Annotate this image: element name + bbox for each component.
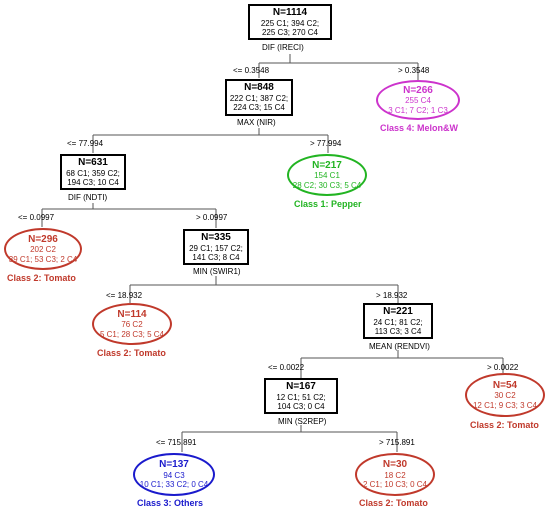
node-n167-count: N=167 [286, 381, 316, 392]
node-n54-classes-1: 30 C2 [494, 391, 516, 401]
edge-label-root-left: <= 0.3548 [233, 66, 270, 75]
split-label-n631: DIF (NDTI) [68, 193, 108, 202]
edge-label-n221-right: > 0.0022 [487, 363, 519, 372]
node-n54-count: N=54 [492, 379, 518, 391]
edge-label-n848-left: <= 77.994 [67, 139, 104, 148]
node-n266-classes-1: 255 C4 [405, 96, 431, 106]
node-n266-count: N=266 [403, 84, 433, 96]
node-n631-count: N=631 [78, 157, 108, 168]
node-n217-classes-1: 154 C1 [314, 171, 340, 181]
split-label-root: DIF (IRECI) [262, 43, 304, 52]
class-label-n296: Class 2: Tomato [7, 273, 76, 283]
node-n221-count: N=221 [383, 306, 413, 317]
node-n217-classes-2: 28 C2; 30 C3; 5 C4 [292, 180, 362, 190]
split-label-n221: MEAN (RENDVI) [369, 342, 430, 351]
class-label-n54: Class 2: Tomato [470, 420, 539, 430]
node-n848-classes-2: 224 C3; 15 C4 [233, 103, 285, 113]
node-n54-leaf: N=54 30 C2 12 C1; 9 C3; 3 C4 [465, 373, 545, 417]
node-n217-leaf: N=217 154 C1 28 C2; 30 C3; 5 C4 [287, 154, 367, 196]
edge-label-n167-right: > 715.891 [379, 438, 415, 447]
node-n266-classes-2: 3 C1; 7 C2; 1 C3 [388, 105, 448, 115]
split-label-n167: MIN (S2REP) [278, 417, 327, 426]
node-root-classes-2: 225 C3; 270 C4 [261, 28, 319, 38]
node-n631-classes-2: 194 C3; 10 C4 [67, 178, 119, 188]
node-n167: N=167 12 C1; 51 C2; 104 C3; 0 C4 [264, 378, 338, 414]
node-n335-classes-1: 29 C1; 157 C2; [189, 243, 243, 253]
class-label-n114: Class 2: Tomato [97, 348, 166, 358]
split-label-n848: MAX (NIR) [237, 118, 276, 127]
node-n848-count: N=848 [244, 82, 274, 93]
node-n114-classes-2: 5 C1; 28 C3; 5 C4 [99, 329, 165, 339]
node-n114-count: N=114 [117, 308, 147, 320]
edge-label-n167-left: <= 715.891 [156, 438, 197, 447]
node-n296-leaf: N=296 202 C2 39 C1; 53 C3; 2 C4 [4, 228, 82, 270]
node-root-classes-1: 225 C1; 394 C2; [260, 18, 320, 28]
node-n296-classes-1: 202 C2 [30, 245, 56, 255]
node-n137-classes-2: 10 C1; 33 C2; 0 C4 [139, 480, 209, 490]
edge-label-n335-left: <= 18.932 [106, 291, 143, 300]
node-n54-classes-2: 12 C1; 9 C3; 3 C4 [472, 400, 538, 410]
node-n114-classes-1: 76 C2 [121, 320, 143, 330]
class-label-n217: Class 1: Pepper [294, 199, 362, 209]
node-n848-classes-1: 222 C1; 387 C2; [229, 93, 289, 103]
node-root-count: N=1114 [272, 7, 308, 18]
node-n30-classes-1: 18 C2 [384, 470, 406, 480]
node-n848: N=848 222 C1; 387 C2; 224 C3; 15 C4 [225, 79, 293, 116]
node-n221: N=221 24 C1; 81 C2; 113 C3; 3 C4 [363, 303, 433, 339]
class-label-n266: Class 4: Melon&W [380, 123, 459, 133]
node-n335-classes-2: 141 C3; 8 C4 [192, 253, 240, 263]
node-n167-classes-1: 12 C1; 51 C2; [276, 392, 326, 402]
node-n30-leaf: N=30 18 C2 2 C1; 10 C3; 0 C4 [355, 453, 435, 496]
node-n631-classes-1: 68 C1; 359 C2; [66, 168, 120, 178]
class-label-n137: Class 3: Others [137, 498, 204, 508]
node-n137-leaf: N=137 94 C3 10 C1; 33 C2; 0 C4 [133, 453, 215, 496]
edge-label-n631-right: > 0.0997 [196, 213, 228, 222]
node-n137-classes-1: 94 C3 [163, 470, 185, 480]
edge-label-n335-right: > 18.932 [376, 291, 408, 300]
edge-label-n631-left: <= 0.0997 [18, 213, 55, 222]
class-label-n30: Class 2: Tomato [359, 498, 428, 508]
node-n296-classes-2: 39 C1; 53 C3; 2 C4 [8, 254, 78, 264]
node-n335: N=335 29 C1; 157 C2; 141 C3; 8 C4 [183, 229, 249, 265]
edge-label-n221-left: <= 0.0022 [268, 363, 305, 372]
node-n335-count: N=335 [201, 232, 231, 243]
node-root: N=1114 225 C1; 394 C2; 225 C3; 270 C4 [248, 4, 332, 40]
node-n167-classes-2: 104 C3; 0 C4 [277, 402, 325, 412]
node-n137-count: N=137 [159, 459, 189, 471]
node-n30-classes-2: 2 C1; 10 C3; 0 C4 [362, 480, 428, 490]
edge-label-root-right: > 0.3548 [398, 66, 430, 75]
node-n30-count: N=30 [382, 459, 408, 471]
node-n631: N=631 68 C1; 359 C2; 194 C3; 10 C4 [60, 154, 126, 190]
node-n296-count: N=296 [28, 233, 58, 245]
node-n221-classes-1: 24 C1; 81 C2; [373, 317, 423, 327]
node-n114-leaf: N=114 76 C2 5 C1; 28 C3; 5 C4 [92, 303, 172, 345]
split-label-n335: MIN (SWIR1) [193, 267, 241, 276]
edge-label-n848-right: > 77.994 [310, 139, 342, 148]
node-n266-leaf: N=266 255 C4 3 C1; 7 C2; 1 C3 [376, 80, 460, 120]
node-n221-classes-2: 113 C3; 3 C4 [374, 327, 422, 337]
node-n217-count: N=217 [312, 159, 342, 171]
